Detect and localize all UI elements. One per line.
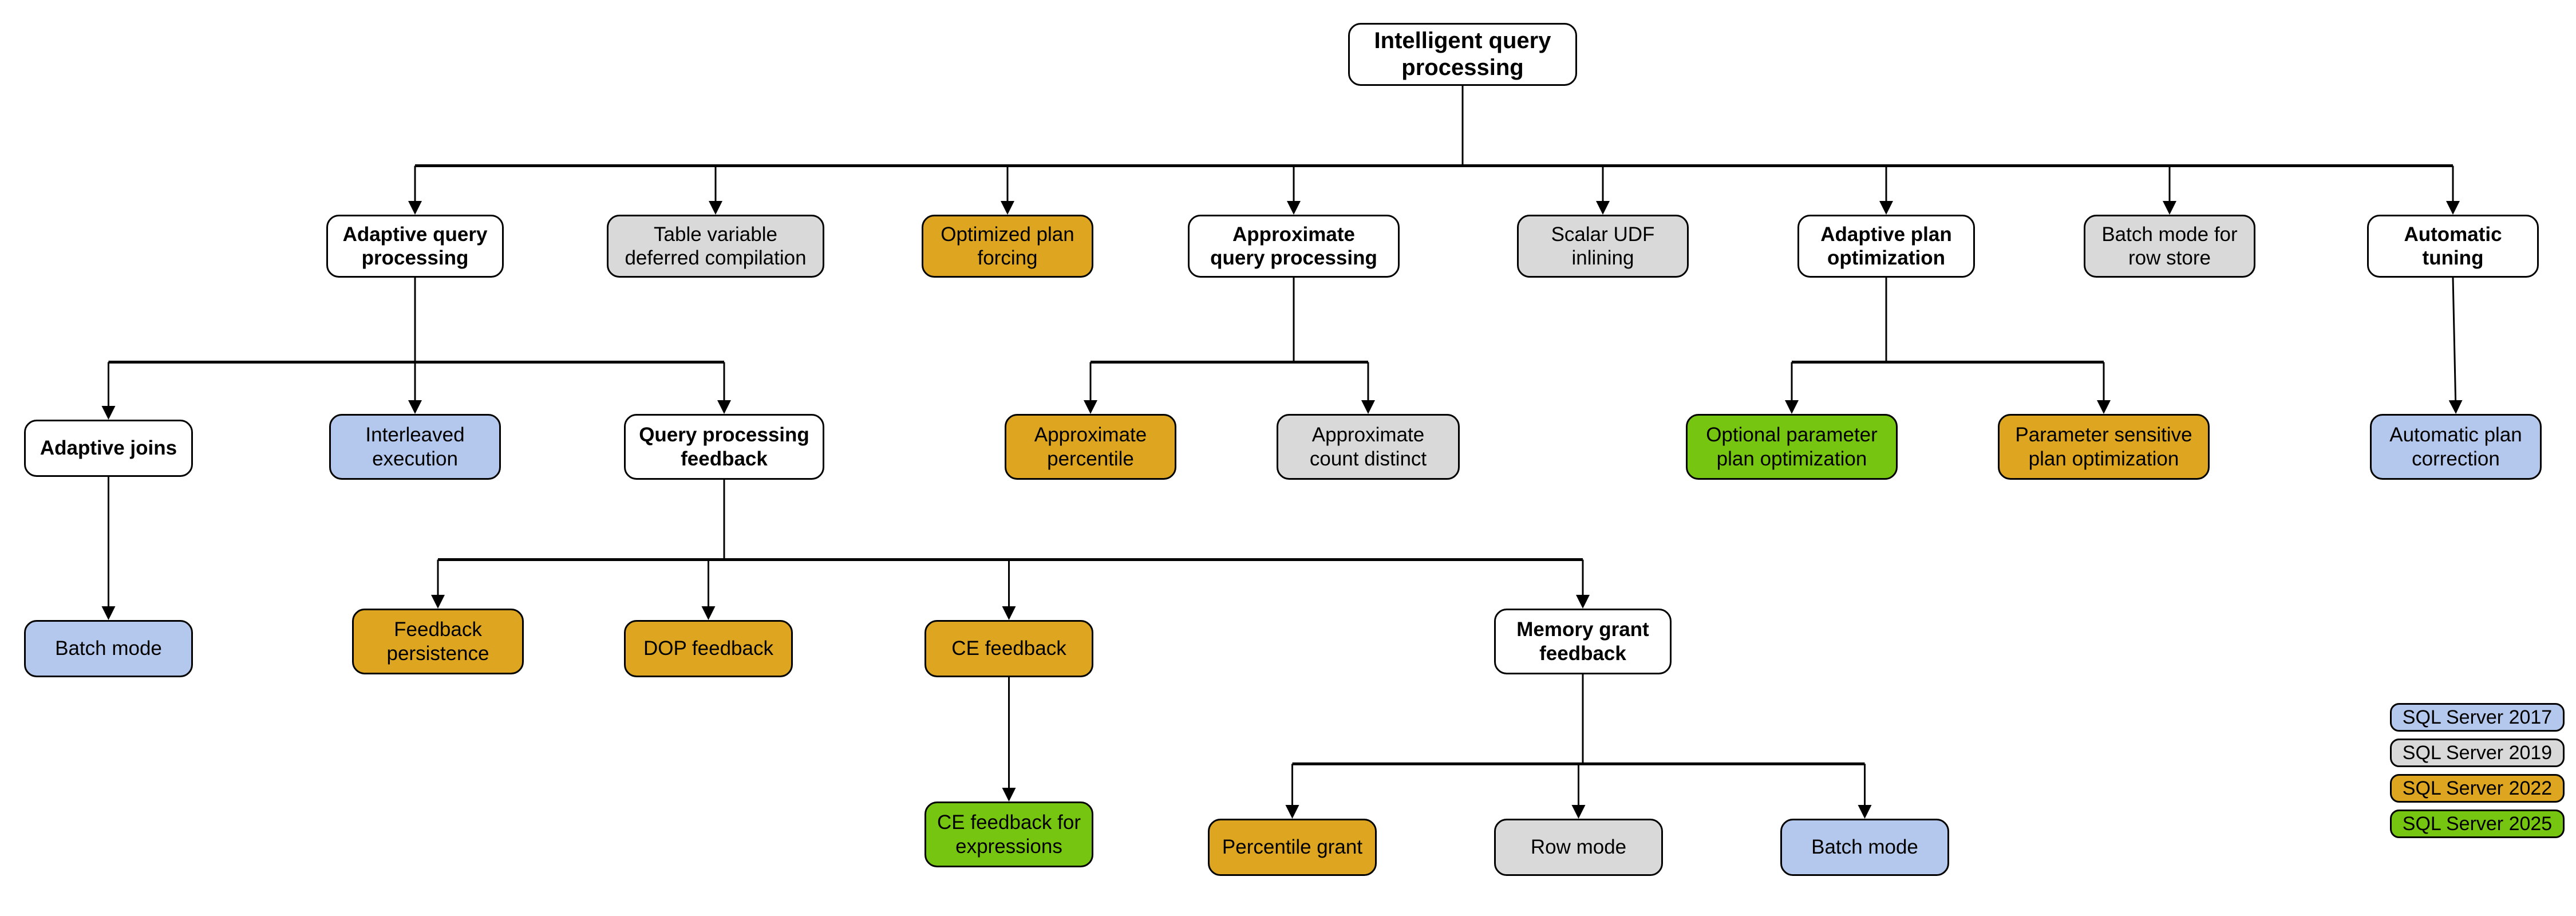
legend-item-blue: SQL Server 2017 [2390, 703, 2565, 732]
legend-item-orange: SQL Server 2022 [2390, 774, 2565, 803]
legend-item-green: SQL Server 2025 [2390, 810, 2565, 838]
legend-item-label: SQL Server 2022 [2402, 777, 2553, 799]
node-rowmode[interactable]: Row mode [1494, 819, 1663, 876]
node-batchmode2[interactable]: Batch mode [1780, 819, 1949, 876]
node-label: DOP feedback [643, 637, 773, 660]
legend-item-label: SQL Server 2017 [2402, 706, 2553, 728]
edge-segment [2448, 277, 2463, 414]
node-label: Batch mode [1811, 836, 1918, 859]
legend-item-gray: SQL Server 2019 [2390, 739, 2565, 767]
node-label: Percentile grant [1222, 836, 1363, 859]
node-label: Row mode [1530, 836, 1627, 859]
node-label: CE feedback [951, 637, 1066, 660]
node-label: Batch mode [55, 637, 162, 660]
node-cefb[interactable]: CE feedback [924, 620, 1093, 677]
node-batchmode1[interactable]: Batch mode [24, 620, 193, 677]
node-pctgrant[interactable]: Percentile grant [1208, 819, 1377, 876]
legend-item-label: SQL Server 2019 [2402, 741, 2553, 764]
node-dopfb[interactable]: DOP feedback [624, 620, 793, 677]
legend-item-label: SQL Server 2025 [2402, 812, 2553, 835]
node-label: Adaptive joins [39, 437, 177, 460]
node-adaptjoins[interactable]: Adaptive joins [24, 420, 193, 477]
